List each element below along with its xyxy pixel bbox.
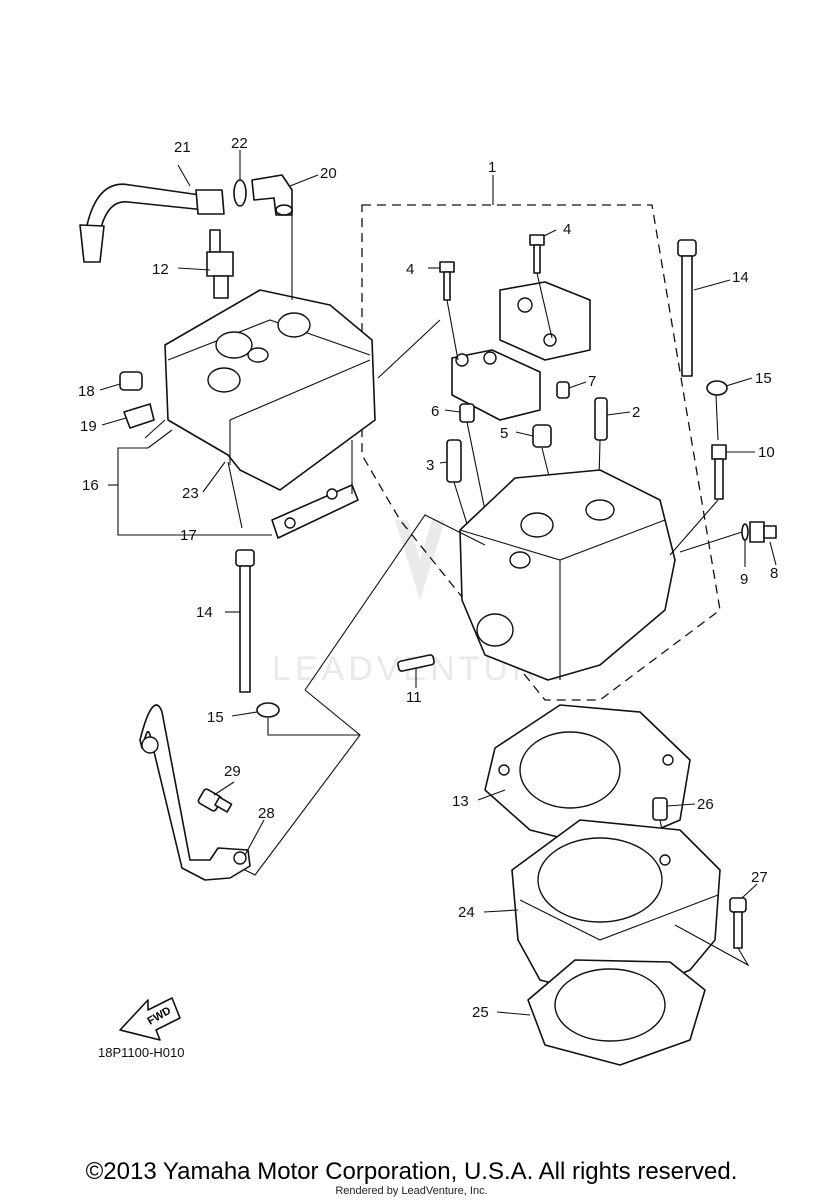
callout-14: 14: [196, 604, 213, 621]
callout-13: 13: [452, 793, 469, 810]
cylinder-head[interactable]: [459, 469, 676, 681]
camshaft-cap[interactable]: [451, 281, 591, 421]
callout-15: 15: [207, 709, 224, 726]
union-bolt[interactable]: [197, 788, 233, 813]
callout-25: 25: [472, 1004, 489, 1021]
callout-7: 7: [588, 373, 596, 390]
callout-23: 23: [182, 485, 199, 502]
callout-16: 16: [82, 477, 99, 494]
cylinder-gasket[interactable]: [527, 959, 706, 1066]
callout-29: 29: [224, 763, 241, 780]
washer[interactable]: [741, 523, 749, 541]
spark-plug[interactable]: [206, 229, 234, 299]
head-bolt-small[interactable]: [711, 444, 727, 500]
callout-4: 4: [563, 221, 571, 238]
stud-bolt[interactable]: [446, 397, 608, 483]
plug[interactable]: [532, 424, 552, 448]
cylinder-bolt-long[interactable]: [235, 549, 255, 693]
callout-9: 9: [740, 571, 748, 588]
callout-1: 1: [488, 159, 496, 176]
oil-delivery-pipe[interactable]: [139, 704, 251, 881]
exhaust-stud[interactable]: [397, 654, 435, 672]
cylinder-head-assembly-box: [361, 204, 721, 701]
callout-27: 27: [751, 869, 768, 886]
bolt-washer[interactable]: [256, 380, 728, 718]
copyright-notice: ©2013 Yamaha Motor Corporation, U.S.A. A…: [85, 1158, 738, 1185]
callout-labels: 1 2 3 4 4 5 6 7 8 9 10 11 12 13 14 14 15…: [78, 135, 778, 1021]
callout-6: 6: [431, 403, 439, 420]
callout-14: 14: [732, 269, 749, 286]
callout-21: 21: [174, 139, 191, 156]
callout-8: 8: [770, 565, 778, 582]
drawing-code: 18P1100-H010: [98, 1045, 185, 1060]
callout-leaders: [99, 150, 777, 1016]
callout-18: 18: [78, 383, 95, 400]
dowel-pin[interactable]: [459, 381, 570, 423]
cylinder[interactable]: [511, 819, 721, 1001]
cylinder-bolt-short[interactable]: [729, 897, 747, 949]
dowel-pin-cylinder[interactable]: [652, 797, 668, 821]
callout-10: 10: [758, 444, 775, 461]
cover-gasket[interactable]: [271, 484, 359, 539]
forward-arrow-icon: FWD: [119, 997, 181, 1041]
rendered-by-notice: Rendered by LeadVenture, Inc.: [335, 1185, 488, 1197]
callout-15: 15: [755, 370, 772, 387]
breather-hose[interactable]: [79, 183, 225, 263]
cover-grommet[interactable]: [123, 403, 155, 429]
callout-3: 3: [426, 457, 434, 474]
callout-19: 19: [80, 418, 97, 435]
callout-17: 17: [180, 527, 197, 544]
cover-bolt[interactable]: [119, 371, 143, 391]
breather-elbow[interactable]: [251, 174, 293, 216]
callout-22: 22: [231, 135, 248, 152]
callout-2: 2: [632, 404, 640, 421]
callout-4: 4: [406, 261, 414, 278]
cylinder-head-gasket[interactable]: [484, 704, 691, 851]
cylinder-bolt-long[interactable]: [677, 239, 697, 377]
hose-clip[interactable]: [233, 179, 247, 207]
callout-24: 24: [458, 904, 475, 921]
callout-26: 26: [697, 796, 714, 813]
callout-5: 5: [500, 425, 508, 442]
callout-28: 28: [258, 805, 275, 822]
bolt[interactable]: [749, 521, 777, 543]
callout-12: 12: [152, 261, 169, 278]
callout-11: 11: [406, 689, 422, 706]
cylinder-head-cover[interactable]: [164, 289, 376, 491]
callout-bracket: [117, 447, 148, 536]
callout-20: 20: [320, 165, 337, 182]
